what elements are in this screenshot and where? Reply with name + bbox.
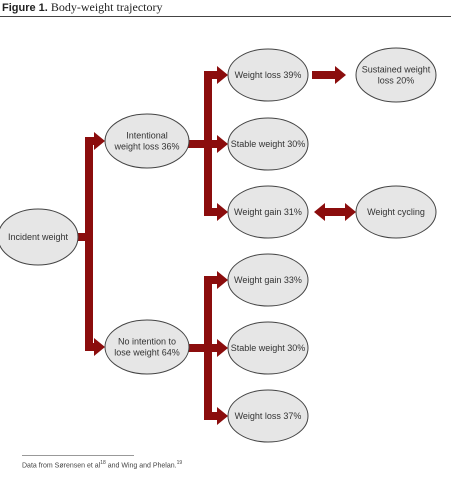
- node-intentional-weight-loss-result-label-1: Weight loss 39%: [235, 70, 302, 80]
- arrowhead-int-stable: [217, 135, 228, 153]
- node-intentional-stable-weight-shape: [227, 117, 309, 171]
- node-no-intention-weight-loss: Weight loss 37%: [227, 389, 309, 443]
- node-no-intention-weight-gain: Weight gain 33%: [227, 253, 309, 307]
- node-weight-cycling-shape: [355, 185, 437, 239]
- node-intentional-weight-loss-label-2: weight loss 36%: [113, 142, 179, 152]
- node-no-intention-label-1: No intention to: [118, 337, 176, 347]
- footnote-text-2: and Wing and Phelan.: [105, 462, 177, 470]
- title-divider: [0, 16, 451, 17]
- node-intentional-stable-weight: Stable weight 30%: [227, 117, 309, 171]
- arrowhead-no-intention: [94, 338, 105, 356]
- node-incident-weight-label-1: Incident weight: [8, 232, 69, 242]
- figure-title-text: Body-weight trajectory: [50, 0, 163, 14]
- arrowhead-int-loss: [217, 66, 228, 84]
- node-intentional-weight-gain-shape: [227, 185, 309, 239]
- node-sustained-weight-loss-shape: [355, 47, 437, 103]
- arrowhead-intentional: [94, 132, 105, 150]
- node-no-intention-weight-gain-shape: [227, 253, 309, 307]
- footnote-ref-1: 18: [100, 460, 106, 466]
- node-intentional-weight-loss-result-shape: [227, 48, 309, 102]
- arrowhead-cycling-right: [345, 203, 356, 221]
- node-sustained-weight-loss-label-1: Sustained weight: [362, 65, 431, 75]
- arrowhead-noint-loss: [217, 407, 228, 425]
- connectors: [74, 66, 356, 425]
- node-no-intention-weight-loss-shape: [227, 389, 309, 443]
- node-weight-cycling: Weight cycling: [355, 185, 437, 239]
- node-intentional-weight-loss-shape: [104, 113, 190, 169]
- node-incident-weight-shape: [0, 208, 79, 266]
- node-no-intention-weight-loss-label-1: Weight loss 37%: [235, 411, 302, 421]
- arrowhead-int-gain: [217, 203, 228, 221]
- figure-label: Figure 1.: [2, 2, 48, 14]
- node-sustained-weight-loss-label-2: loss 20%: [378, 76, 415, 86]
- footnote: Data from Sørensen et al18 and Wing and …: [22, 460, 182, 469]
- node-intentional-weight-loss-result: Weight loss 39%: [227, 48, 309, 102]
- arrowhead-noint-gain: [217, 271, 228, 289]
- footnote-divider: [22, 455, 134, 456]
- arrowhead-sustained: [335, 66, 346, 84]
- figure-title: Figure 1. Body-weight trajectory: [2, 0, 162, 15]
- footnote-ref-2: 19: [176, 460, 183, 466]
- node-no-intention-weight-gain-label-1: Weight gain 33%: [234, 275, 302, 285]
- node-intentional-stable-weight-label-1: Stable weight 30%: [231, 139, 306, 149]
- node-no-intention-label-2: lose weight 64%: [114, 348, 180, 358]
- node-weight-cycling-label-1: Weight cycling: [367, 207, 425, 217]
- arrowhead-noint-stable: [217, 339, 228, 357]
- node-intentional-weight-gain: Weight gain 31%: [227, 185, 309, 239]
- arrowhead-cycling-left: [314, 203, 325, 221]
- node-intentional-weight-gain-label-1: Weight gain 31%: [234, 207, 302, 217]
- node-no-intention-stable-weight: Stable weight 30%: [227, 321, 309, 375]
- node-incident-weight: Incident weight: [0, 208, 79, 266]
- footnote-text-1: Data from Sørensen et al: [22, 462, 101, 470]
- node-intentional-weight-loss-label-1: Intentional: [126, 131, 168, 141]
- node-no-intention-stable-weight-shape: [227, 321, 309, 375]
- node-no-intention-shape: [104, 319, 190, 375]
- node-no-intention-stable-weight-label-1: Stable weight 30%: [231, 343, 306, 353]
